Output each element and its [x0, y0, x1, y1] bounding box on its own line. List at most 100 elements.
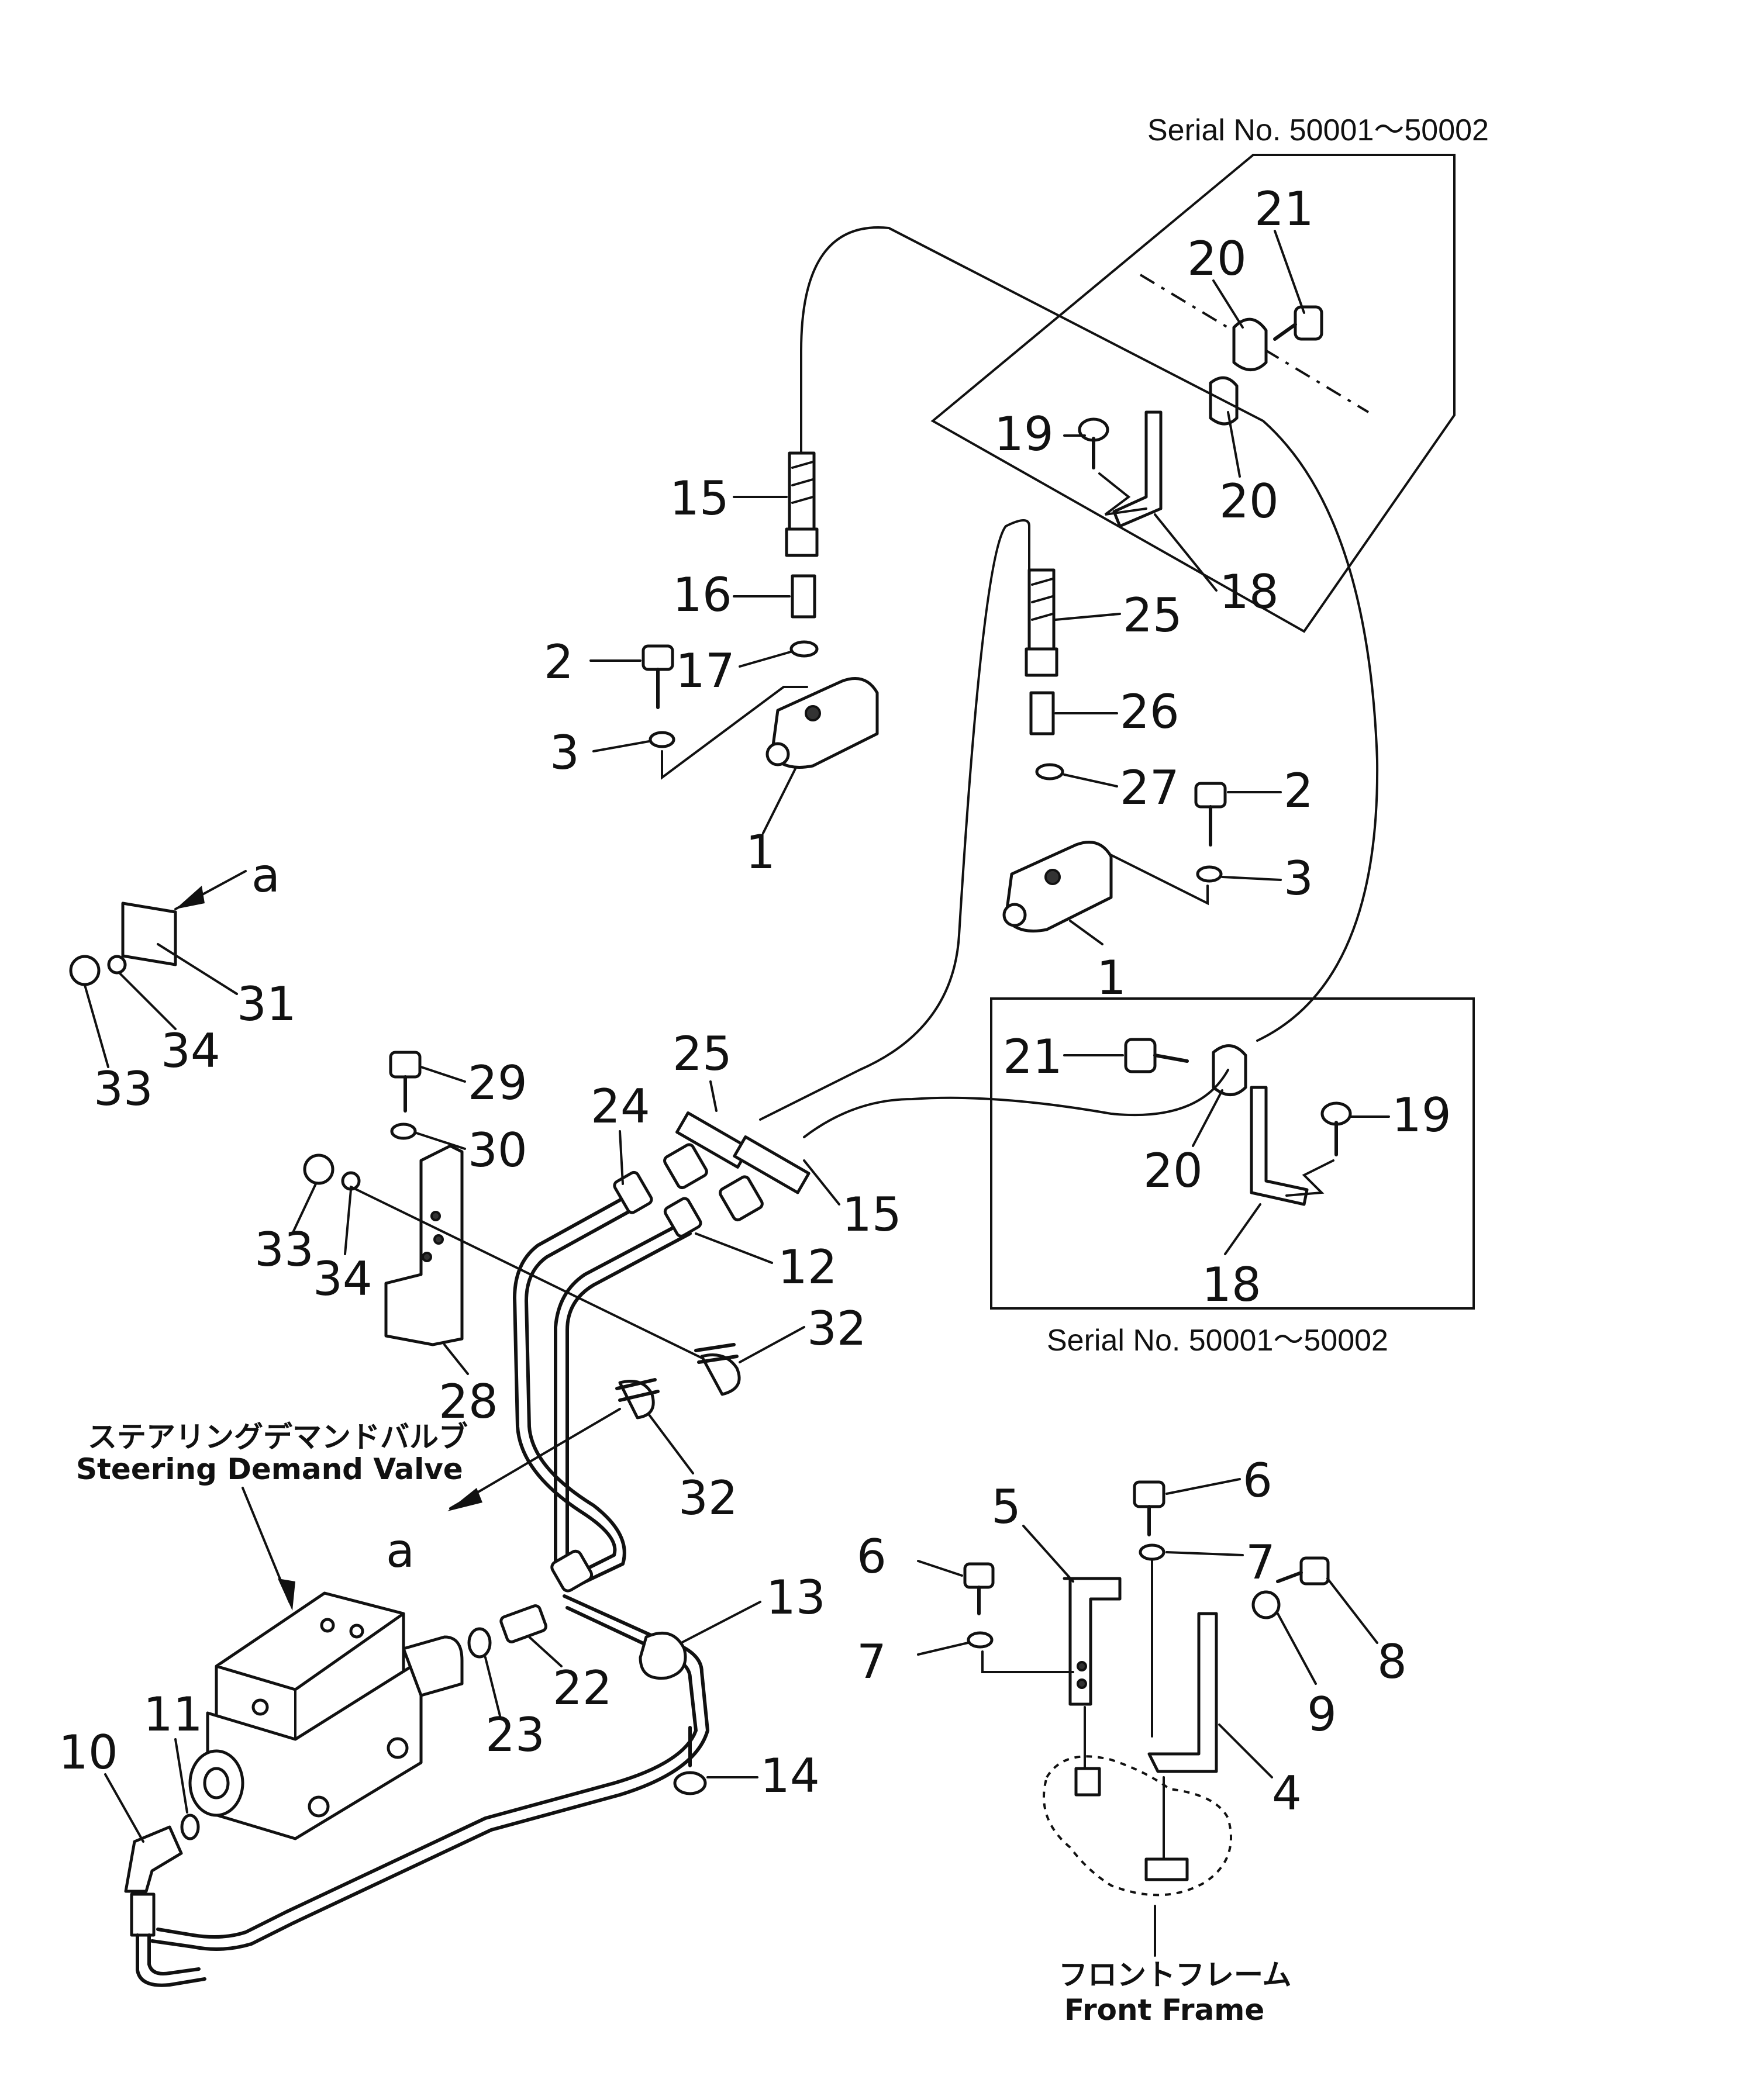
o-ring-23: [467, 1627, 492, 1659]
washer-3-right: [1196, 865, 1223, 883]
callout-33-upper: 33: [94, 1062, 153, 1116]
bolt-19-top: [1078, 417, 1109, 469]
callout-19-top: 19: [994, 407, 1054, 461]
clamp-13: [639, 1631, 687, 1680]
inset-bottom: Serial No. 50001～50002 21 19 20 18: [990, 997, 1475, 1358]
callout-20-bottom: 20: [1143, 1144, 1203, 1198]
washer-34-upper: [107, 955, 127, 975]
callout-21-bottom: 21: [1003, 1030, 1063, 1084]
inset-top: Serial No. 50001～50002 21 20 20 19 18: [930, 113, 1489, 633]
adapter-16: [791, 574, 816, 619]
front-frame-group: フロントフレーム Front Frame 5 6 6 7 7 8 9 4: [857, 1453, 1407, 2027]
callout-28: 28: [439, 1374, 498, 1429]
callout-15-lower: 15: [842, 1187, 902, 1242]
callout-31: 31: [237, 977, 296, 1031]
callout-24: 24: [591, 1079, 650, 1134]
callout-33-lower: 33: [254, 1222, 314, 1277]
fitting-25-lower-nut: [663, 1143, 708, 1190]
tube-assembly: 24 25 15 12 a: [150, 1027, 902, 1951]
callout-29: 29: [468, 1056, 527, 1110]
hose-25: [759, 519, 1030, 1121]
fitting-15-lower-nut: [719, 1175, 764, 1222]
inset-bottom-frame: [990, 997, 1475, 1310]
o-ring-27: [1035, 763, 1064, 780]
bolt-8: [1276, 1556, 1330, 1586]
callout-16: 16: [673, 568, 732, 622]
callout-17: 17: [675, 644, 735, 698]
callout-6-left: 6: [857, 1529, 887, 1584]
callout-15-top: 15: [670, 471, 729, 526]
bracket-18-bottom: [1250, 1086, 1309, 1206]
bolt-6-right: [1133, 1480, 1165, 1536]
view-a-label-top: a: [251, 848, 280, 903]
callout-1-left: 1: [746, 825, 775, 879]
fitting-24: [613, 1170, 653, 1214]
callout-20-top-a: 20: [1187, 232, 1247, 286]
washer-30: [390, 1122, 417, 1140]
bolt-21-bottom: [1124, 1038, 1189, 1073]
valve-group-right: 25 26 27 2 3 1: [1002, 568, 1313, 1005]
callout-13: 13: [766, 1570, 826, 1625]
view-a-plate: a 31 34 33: [69, 848, 296, 1116]
callout-20-top-b: 20: [1219, 474, 1279, 529]
clamp-32-right: [700, 1353, 741, 1396]
bracket-5: [1063, 1577, 1122, 1706]
plate-31: [121, 902, 177, 966]
o-ring-17: [789, 640, 819, 658]
callout-10: 10: [58, 1725, 118, 1780]
callout-7-right: 7: [1246, 1535, 1275, 1590]
nut-33-upper: [69, 955, 101, 986]
fitting-lower-joint: [550, 1549, 594, 1593]
callout-21-top: 21: [1254, 182, 1314, 236]
front-frame-outline: [1043, 1755, 1232, 1897]
callout-27: 27: [1120, 761, 1180, 815]
hose-15-lower: [803, 1069, 1229, 1138]
callout-26: 26: [1120, 685, 1180, 739]
serial-number-top: Serial No. 50001～50002: [1147, 113, 1489, 147]
inset-top-frame: [930, 154, 1456, 633]
bolt-19-bottom: [1320, 1101, 1352, 1156]
callout-11: 11: [143, 1687, 203, 1742]
washer-3-left: [649, 731, 675, 748]
centerline-top: [1139, 274, 1370, 413]
washer-7-right: [1139, 1543, 1165, 1561]
bracket-28: [384, 1144, 464, 1346]
callout-8: 8: [1377, 1635, 1407, 1689]
tube-lower: [150, 1594, 709, 1951]
fitting-22: [499, 1604, 548, 1643]
callout-3-right: 3: [1284, 851, 1313, 906]
fitting-15-lower: [733, 1135, 811, 1194]
callout-18-top: 18: [1219, 565, 1279, 619]
steering-demand-valve: ステアリングデマンドバルブ Steering Demand Valve 23 2…: [58, 1420, 612, 1987]
bolt-21-top: [1273, 305, 1323, 341]
bolt-2-left: [642, 644, 674, 709]
valve-port-right: [402, 1635, 464, 1697]
callout-5: 5: [991, 1480, 1021, 1534]
callout-25-lower: 25: [673, 1027, 732, 1081]
callout-32-right: 32: [807, 1301, 867, 1356]
callout-2-left: 2: [544, 635, 574, 689]
clamp-13-group: 13 14: [639, 1570, 826, 1803]
callout-6-right: 6: [1243, 1453, 1272, 1508]
callout-34-upper: 34: [161, 1024, 220, 1078]
steering-valve-label-jp: ステアリングデマンドバルブ: [88, 1420, 468, 1454]
callout-4: 4: [1272, 1766, 1302, 1821]
callout-18-bottom: 18: [1202, 1258, 1261, 1312]
tube-24: [513, 1197, 625, 1583]
nut-9: [1251, 1590, 1281, 1619]
adapter-26: [1029, 691, 1055, 735]
hoses: [759, 226, 1379, 1138]
valve-group-left: 15 16 2 17 3 1: [544, 451, 879, 879]
callout-7-left: 7: [857, 1635, 887, 1689]
callout-2-right: 2: [1284, 764, 1313, 818]
bolt-2-right: [1194, 782, 1227, 847]
view-a-label-bottom: a: [386, 1524, 415, 1578]
callout-25-top: 25: [1123, 588, 1182, 643]
callout-23: 23: [485, 1708, 545, 1762]
bracket-4: [1147, 1612, 1218, 1773]
callout-30: 30: [468, 1123, 527, 1177]
front-frame-label-jp: フロントフレーム: [1058, 1958, 1292, 1992]
bolt-14: [673, 1726, 707, 1795]
callout-3-left: 3: [550, 726, 580, 780]
